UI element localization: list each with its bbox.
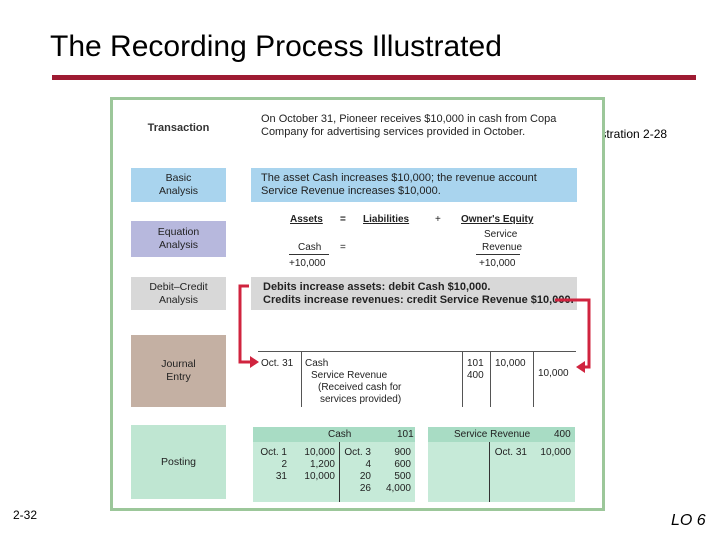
debit-credit-line-2: Credits increase revenues: credit Servic… bbox=[263, 294, 574, 306]
basic-analysis-line-1: The asset Cash increases $10,000; the re… bbox=[261, 172, 537, 184]
credit-arrow bbox=[555, 298, 591, 369]
equation-cash-rule bbox=[289, 254, 329, 255]
flow-arrows bbox=[238, 284, 591, 373]
cash-debit-date-3: 31 bbox=[275, 471, 287, 482]
cash-account-divider bbox=[339, 442, 340, 502]
cash-debit-amount-3: 10,000 bbox=[304, 471, 335, 482]
journal-explanation-1: (Received cash for bbox=[318, 382, 402, 393]
equation-plus: + bbox=[435, 214, 441, 225]
journal-credit-amount: 10,000 bbox=[538, 368, 569, 379]
cash-credit-amount-4: 4,000 bbox=[385, 483, 411, 494]
journal-credit-account: Service Revenue bbox=[311, 370, 388, 381]
equation-revenue-rule bbox=[476, 254, 520, 255]
learning-objective: LO 6 bbox=[671, 512, 706, 529]
cash-account-body bbox=[253, 442, 415, 502]
equation-service: Service bbox=[484, 229, 518, 240]
debit-credit-label-1: Debit–Credit bbox=[149, 280, 208, 293]
debit-credit-line-1: Debits increase assets: debit Cash $10,0… bbox=[263, 281, 491, 293]
equation-equals-2: = bbox=[340, 242, 346, 253]
journal-credit-rule bbox=[533, 351, 534, 407]
journal-ref-1: 101 bbox=[467, 358, 484, 369]
equation-revenue: Revenue bbox=[482, 242, 523, 253]
cash-debit-amount-1: 10,000 bbox=[304, 447, 335, 458]
cash-debit-date-2: 2 bbox=[281, 459, 287, 470]
journal-explanation-2: services provided) bbox=[320, 394, 402, 405]
journal-debit-rule bbox=[490, 351, 491, 407]
equation-analysis-label-1: Equation bbox=[157, 226, 200, 238]
debit-credit-band bbox=[251, 277, 577, 310]
debit-arrow bbox=[238, 284, 250, 364]
cash-credit-date-2: 4 bbox=[365, 459, 371, 470]
cash-credit-date-1: Oct. 3 bbox=[344, 447, 371, 458]
equation-equals: = bbox=[340, 214, 346, 225]
cash-credit-date-3: 20 bbox=[359, 471, 371, 482]
title-rule bbox=[52, 75, 696, 80]
transaction-line-2: Company for advertising services provide… bbox=[261, 126, 526, 138]
cash-debit-amount-2: 1,200 bbox=[309, 459, 335, 470]
revenue-account-header bbox=[428, 427, 575, 442]
cash-credit-date-4: 26 bbox=[359, 483, 371, 494]
illustration-figure: Transaction On October 31, Pioneer recei… bbox=[110, 97, 605, 511]
journal-entry-label-2: Entry bbox=[166, 371, 191, 383]
revenue-account-title: Service Revenue bbox=[454, 429, 531, 440]
journal-date: Oct. 31 bbox=[261, 358, 294, 369]
journal-ref-rule bbox=[462, 351, 463, 407]
equation-assets: Assets bbox=[290, 214, 323, 225]
illustration-label: Illustration 2-28 bbox=[585, 127, 668, 141]
revenue-credit-date: Oct. 31 bbox=[494, 447, 527, 458]
debit-arrow-head bbox=[250, 356, 259, 368]
cash-account-number: 101 bbox=[397, 429, 414, 440]
debit-credit-label-2: Analysis bbox=[158, 293, 199, 306]
cash-account-header bbox=[253, 427, 415, 442]
cash-credit-amount-2: 600 bbox=[394, 459, 411, 470]
posting-label-text: Posting bbox=[160, 455, 197, 468]
cash-credit-amount-1: 900 bbox=[394, 447, 411, 458]
journal-ref-2: 400 bbox=[467, 370, 484, 381]
revenue-account-body bbox=[428, 442, 575, 502]
posting-label: Posting bbox=[131, 425, 226, 499]
basic-analysis-line-2: Service Revenue increases $10,000. bbox=[261, 185, 441, 197]
slide-number: 2-32 bbox=[13, 508, 38, 522]
revenue-account-number: 400 bbox=[554, 429, 571, 440]
revenue-account-divider bbox=[489, 442, 490, 502]
transaction-line-1: On October 31, Pioneer receives $10,000 … bbox=[261, 113, 557, 125]
equation-cash: Cash bbox=[298, 242, 322, 253]
cash-credit-amount-3: 500 bbox=[394, 471, 411, 482]
basic-analysis-label-1: Basic bbox=[165, 172, 192, 184]
cash-debit-date-1: Oct. 1 bbox=[260, 447, 287, 458]
journal-debit-amount: 10,000 bbox=[495, 358, 526, 369]
basic-analysis-label-2: Analysis bbox=[158, 185, 199, 197]
journal-top-rule bbox=[258, 351, 576, 352]
basic-analysis-band bbox=[251, 168, 577, 202]
equation-liabilities: Liabilities bbox=[363, 214, 410, 225]
equation-owners-equity: Owner's Equity bbox=[461, 214, 534, 225]
revenue-credit-amount: 10,000 bbox=[540, 447, 571, 458]
equation-cash-amount: +10,000 bbox=[289, 258, 326, 269]
journal-entry-label-1: Journal bbox=[161, 358, 196, 370]
equation-analysis-label-2: Analysis bbox=[158, 239, 199, 251]
credit-arrow-head bbox=[576, 361, 585, 373]
journal-date-rule bbox=[301, 351, 302, 407]
journal-debit-account: Cash bbox=[305, 358, 329, 369]
equation-revenue-amount: +10,000 bbox=[479, 258, 516, 269]
cash-account-title: Cash bbox=[328, 429, 352, 440]
transaction-label: Transaction bbox=[147, 122, 210, 134]
slide-title: The Recording Process Illustrated bbox=[50, 30, 502, 63]
